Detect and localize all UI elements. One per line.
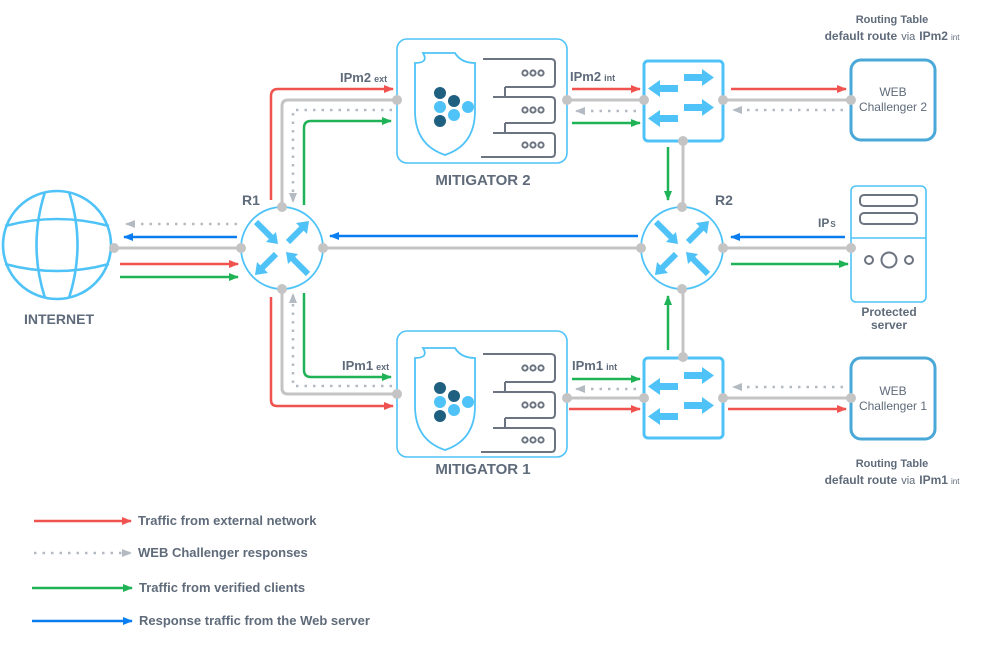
challenger2-line2: Challenger 2 <box>859 100 927 114</box>
mitigator-1: MITIGATOR 1 <box>392 330 572 478</box>
traffic-arrows <box>120 85 849 413</box>
arrow-external-r1-to-mitigator2 <box>269 85 394 200</box>
legend: Traffic from external network WEB Challe… <box>32 513 370 628</box>
internet-node: INTERNET <box>1 189 119 327</box>
routing-table-title: Routing Table <box>856 14 929 26</box>
arrow-challenger-response-to-r1-top <box>289 108 392 203</box>
challenger1-line2: Challenger 1 <box>859 399 927 413</box>
protected-server-line1: Protected <box>861 305 916 319</box>
link-r1-mitigator2 <box>280 98 397 207</box>
router-r1: R1 <box>236 192 328 294</box>
protected-server-line2: server <box>871 318 907 332</box>
globe-icon <box>1 189 113 301</box>
arrow-verified-r1-to-mitigator2 <box>302 117 392 205</box>
legend-label: Traffic from verified clients <box>139 580 305 595</box>
r1-label: R1 <box>242 192 260 208</box>
protected-server: Protected server <box>846 185 927 332</box>
web-challenger-1: WEB Challenger 1 <box>846 356 937 441</box>
arrow-external-r1-to-mitigator1 <box>269 297 394 410</box>
legend-item-server-response: Response traffic from the Web server <box>32 613 370 628</box>
challenger2-line1: WEB <box>879 85 906 99</box>
links <box>114 98 851 400</box>
challenger1-line1: WEB <box>879 384 906 398</box>
mitigator2-label: MITIGATOR 2 <box>435 172 530 189</box>
legend-item-external: Traffic from external network <box>34 513 317 528</box>
mitigator-2: MITIGATOR 2 <box>392 38 572 189</box>
r2-label: R2 <box>715 192 733 208</box>
port-internet <box>109 243 119 253</box>
web-challenger-2: WEB Challenger 2 <box>846 58 937 142</box>
switch-1 <box>639 352 728 440</box>
legend-label: Traffic from external network <box>138 513 317 528</box>
switch-2 <box>639 59 728 146</box>
legend-item-challenger: WEB Challenger responses <box>34 545 308 560</box>
arrow-verified-r1-to-mitigator1 <box>302 293 392 381</box>
routing-table-title: Routing Table <box>856 458 929 470</box>
legend-label: Response traffic from the Web server <box>139 613 370 628</box>
internet-label: INTERNET <box>24 311 94 327</box>
server-icon <box>851 194 926 269</box>
legend-label: WEB Challenger responses <box>138 545 308 560</box>
legend-item-verified: Traffic from verified clients <box>32 580 305 595</box>
ips-label: IPS <box>818 216 836 230</box>
router-r2: R2 <box>636 192 733 294</box>
link-r1-mitigator1 <box>280 289 397 396</box>
mitigator1-label: MITIGATOR 1 <box>435 461 530 478</box>
